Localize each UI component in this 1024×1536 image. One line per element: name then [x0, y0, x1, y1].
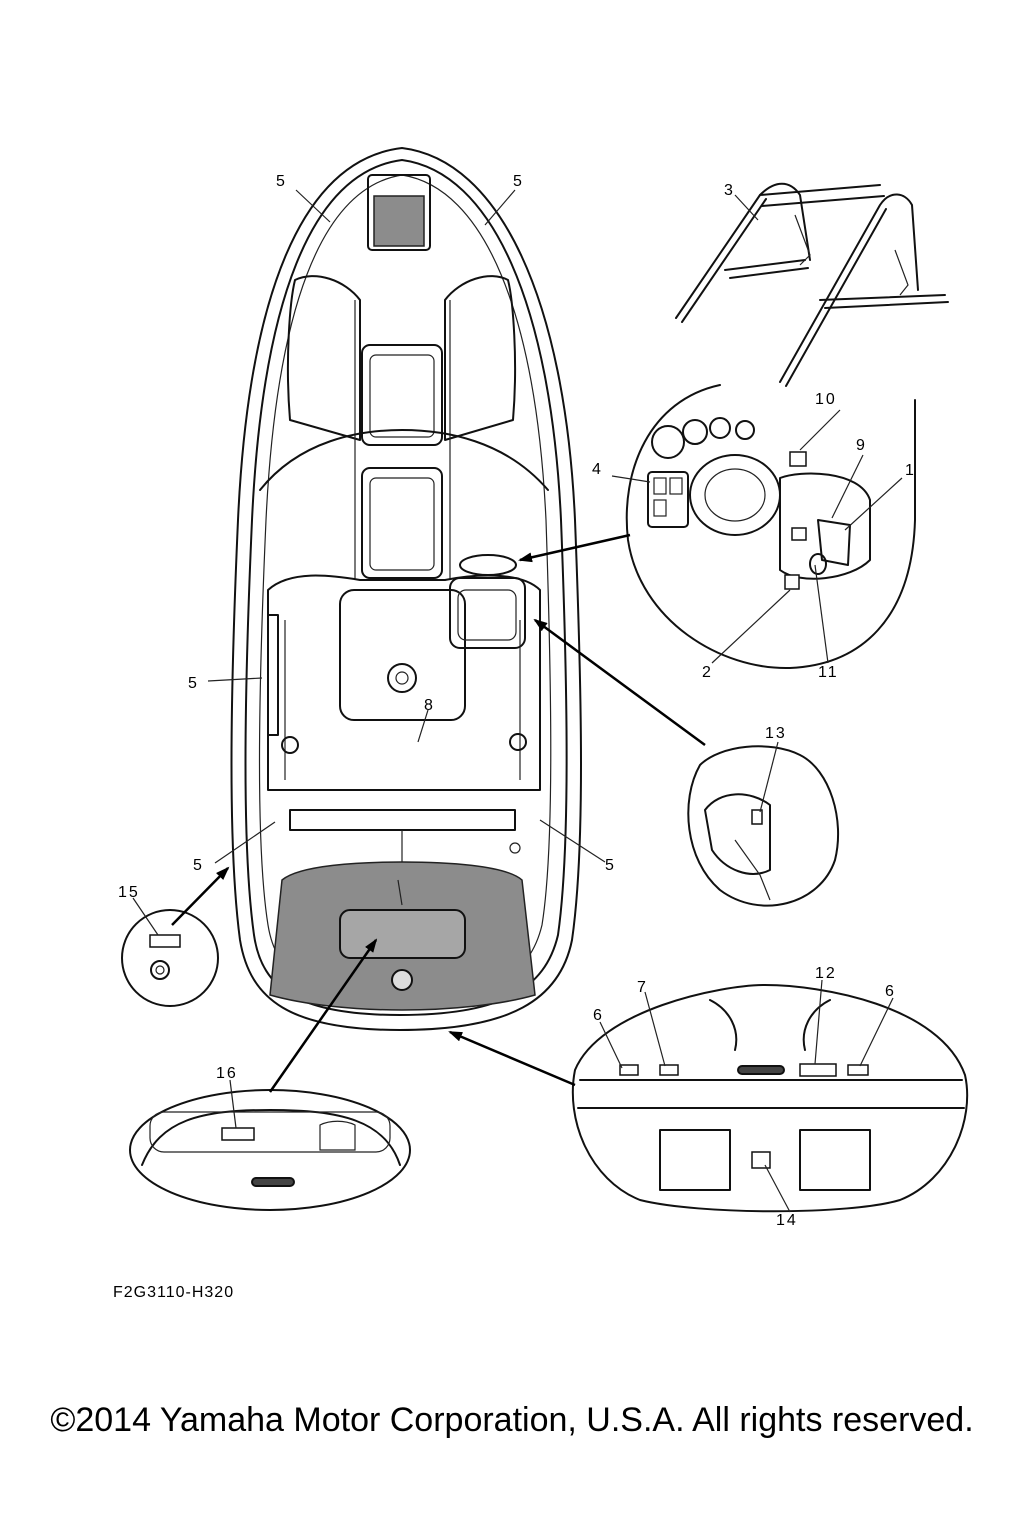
- callout-label: 8: [424, 697, 435, 714]
- callout-label: 11: [818, 664, 839, 681]
- callout-label: 3: [724, 182, 735, 199]
- callout-labels: 5 5 3 10 9 1 4 2 11 5 8 13 5 5 15 7 12 6…: [118, 173, 916, 1229]
- callout-label: 5: [193, 857, 204, 874]
- seat-detail: [687, 745, 839, 907]
- callout-label: 5: [276, 173, 287, 190]
- callout-label: 6: [885, 983, 896, 1000]
- rear-deck-detail: [129, 1089, 411, 1211]
- part-code: F2G3110-H320: [113, 1284, 235, 1301]
- side-detail: [121, 909, 219, 1007]
- callout-label: 2: [702, 664, 713, 681]
- callout-label: 16: [216, 1065, 238, 1082]
- callout-arrows: [171, 533, 706, 1093]
- callout-label: 7: [637, 979, 648, 996]
- callout-label: 10: [815, 391, 837, 408]
- callout-label: 14: [776, 1212, 798, 1229]
- callout-label: 5: [513, 173, 524, 190]
- callout-label: 4: [592, 461, 603, 478]
- callout-label: 9: [856, 437, 867, 454]
- callout-label: 5: [605, 857, 616, 874]
- callout-label: 5: [188, 675, 199, 692]
- tower-detail: [675, 182, 949, 387]
- callout-label: 6: [593, 1007, 604, 1024]
- transom-detail: [571, 984, 969, 1213]
- callout-label: 15: [118, 884, 140, 901]
- leader-lines: [132, 189, 903, 1213]
- dash-detail: [625, 384, 916, 670]
- callout-label: 13: [765, 725, 787, 742]
- boat-hull: [230, 147, 582, 1031]
- callout-label: 1: [905, 462, 916, 479]
- callout-label: 12: [815, 965, 837, 982]
- copyright-notice: ©2014 Yamaha Motor Corporation, U.S.A. A…: [50, 1401, 974, 1439]
